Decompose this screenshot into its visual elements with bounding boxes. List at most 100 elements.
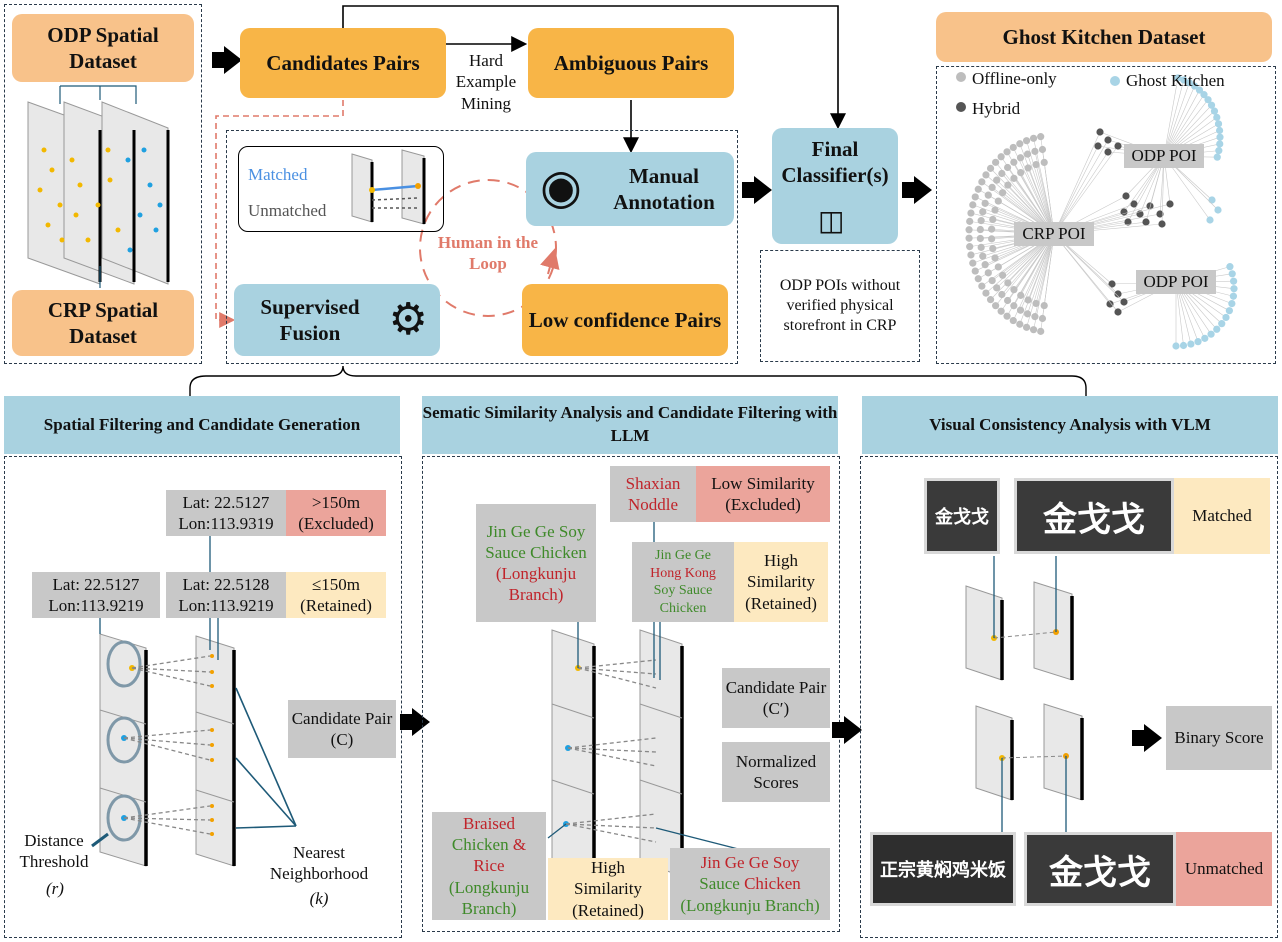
ghost-node: [1230, 277, 1238, 285]
ghost-node: [1216, 133, 1224, 141]
offline-node: [982, 289, 990, 297]
ghost-node: [1174, 74, 1182, 82]
offline-node: [967, 251, 975, 259]
offline-node: [1004, 279, 1012, 287]
ghost-node: [1206, 216, 1214, 224]
crp-poi-node: CRP POI: [1014, 222, 1094, 246]
dataset-tiles: [27, 85, 170, 288]
ghost-node: [1213, 113, 1221, 121]
dashed-feedback-line: [215, 100, 344, 328]
offline-node: [1032, 299, 1040, 308]
offline-node: [1022, 137, 1031, 145]
section-bracket: [189, 365, 1087, 398]
offline-node: [997, 153, 1005, 161]
offline-node: [988, 225, 996, 233]
offline-node: [979, 208, 987, 216]
ghost-dot-icon: [1110, 76, 1120, 86]
coord-box-excluded: Lat: 22.5127 Lon:113.9319: [166, 490, 286, 536]
lat-value: Lat: 22.5127: [52, 574, 140, 594]
offline-node: [1004, 181, 1012, 189]
hybrid-node: [1158, 220, 1166, 228]
arrow-shaft: [742, 182, 754, 198]
ambiguous-pairs-box: Ambiguous Pairs: [528, 28, 734, 98]
visual-tiles: [965, 556, 1084, 832]
high-sim-c: (Retained): [572, 900, 644, 920]
spatial-header: Spatial Filtering and Candidate Generati…: [4, 396, 400, 454]
semantic-header: Sematic Similarity Analysis and Candidat…: [422, 396, 838, 454]
ghost-node: [1190, 82, 1199, 90]
ghost-node: [1214, 120, 1223, 128]
lon-value: Lon:113.9319: [178, 514, 274, 533]
candidates-pairs-box: Candidates Pairs: [240, 28, 446, 98]
ghost-node: [1207, 330, 1215, 338]
offline-node: [979, 252, 987, 260]
ghost-dataset-title: Ghost Kitchen Dataset: [936, 12, 1272, 62]
matched-label: Matched: [248, 165, 308, 184]
retained-distance: ≤150m: [311, 574, 361, 594]
excluded-distance: >150m: [311, 492, 361, 512]
logo-odp-2: 金戈戈: [1024, 832, 1176, 906]
note-panel: [760, 250, 920, 362]
ghost-node: [1228, 299, 1236, 308]
high-sim-b: Similarity: [574, 879, 642, 899]
hybrid-node: [1142, 218, 1150, 226]
offline-node: [982, 171, 990, 179]
offline-node: [1003, 296, 1012, 305]
low-confidence-box: Low confidence Pairs: [522, 284, 728, 356]
final-classifier-box: Final Classifier(s) ◫: [772, 128, 898, 244]
ghost-node: [1210, 107, 1219, 115]
legend-hybrid: Hybrid: [972, 99, 1021, 118]
high-similarity-badge-2: High Similarity (Retained): [548, 858, 668, 920]
offline-node: [1009, 143, 1017, 152]
offline-node: [986, 296, 995, 304]
offline-node: [1024, 296, 1032, 304]
offline-node: [976, 225, 984, 234]
k-label: (k): [309, 889, 329, 908]
offline-node: [1010, 174, 1018, 182]
hk-box: Jin Ge Ge Hong Kong Soy Sauce Chicken: [632, 542, 734, 622]
offline-node: [974, 185, 982, 193]
ghost-node: [1172, 342, 1180, 350]
offline-node: [989, 215, 997, 224]
hybrid-node: [1094, 142, 1102, 150]
offline-node: [981, 261, 989, 269]
offline-node: [969, 201, 977, 209]
visual-header: Visual Consistency Analysis with VLM: [862, 396, 1278, 454]
unmatched-label: Unmatched: [248, 201, 327, 220]
ghost-node: [1185, 79, 1193, 87]
offline-node: [992, 158, 1000, 166]
shaxian-box: Shaxian Noddle: [610, 466, 696, 522]
ghost-node: [1225, 307, 1233, 315]
offline-node: [1037, 133, 1045, 141]
offline-node: [978, 178, 986, 186]
ghost-node: [1200, 91, 1208, 99]
offline-node: [991, 254, 999, 262]
hybrid-node: [1114, 142, 1122, 150]
lat-value: Lat: 22.5127: [182, 492, 270, 512]
offline-node: [976, 234, 984, 243]
matched-badge: Matched: [1174, 478, 1270, 554]
hybrid-node: [1122, 192, 1130, 200]
r-label: (r): [46, 879, 64, 898]
offline-node: [994, 197, 1002, 205]
manual-annotation-label: Manual Annotation: [613, 163, 715, 214]
odp-poi-node-1: ODP POI: [1124, 144, 1204, 168]
offline-node: [1003, 312, 1011, 320]
offline-node: [1024, 164, 1032, 172]
retained-badge: ≤150m (Retained): [286, 572, 386, 618]
arrow-right-icon: [1144, 724, 1162, 752]
jgg2-box: Jin Ge Ge Soy Sauce Chicken (Longkunju B…: [670, 848, 830, 920]
hybrid-node: [1104, 136, 1112, 144]
odp-poi-node-2: ODP POI: [1136, 270, 1216, 294]
offline-node: [1029, 326, 1038, 334]
crp-dataset-box: CRP Spatial Dataset: [12, 290, 194, 356]
braised-branch: (Longkunju Branch): [448, 877, 530, 918]
hybrid-dot-icon: [956, 102, 966, 112]
offline-node: [994, 263, 1002, 271]
offline-node: [971, 267, 979, 275]
offline-node: [989, 244, 997, 253]
arrow-right-icon: [224, 46, 242, 74]
hybrid-node: [1106, 300, 1114, 308]
offline-node: [991, 206, 999, 214]
offline-node: [993, 284, 1001, 292]
